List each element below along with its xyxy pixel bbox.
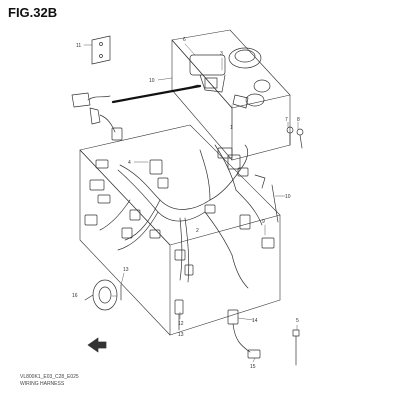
callout-8: 8	[297, 117, 300, 123]
callout-4: 4	[128, 160, 131, 166]
figure-code: VL800K1_E03_C28_E025	[20, 374, 79, 380]
horn	[84, 279, 118, 311]
wiring-harness-main	[99, 144, 263, 289]
cable-tie	[292, 329, 300, 366]
callout-1: 1	[230, 125, 233, 131]
figure-title: FIG.32B	[8, 5, 58, 20]
callout-10: 10	[149, 78, 155, 84]
bottom-switch	[120, 284, 184, 331]
harness-box	[79, 124, 281, 336]
callout-7: 7	[285, 117, 288, 123]
figure-caption: WIRING HARNESS	[20, 381, 65, 387]
callout-9: 9	[262, 219, 265, 225]
callout-13: 13	[123, 267, 129, 273]
callout-2: 2	[196, 228, 199, 234]
callout-14: 14	[252, 318, 258, 324]
callout-10b: 10	[285, 194, 291, 200]
left-connector-bundle	[71, 92, 123, 141]
callout-15: 15	[250, 364, 256, 370]
callout-labels: 11 10 6 3 1 7 8 10 9 4 13 12 13 14 15 16…	[72, 37, 300, 370]
leader-lines	[83, 43, 299, 363]
lower-right-harness	[227, 309, 261, 359]
callout-11: 11	[76, 43, 81, 49]
callout-13b: 13	[178, 332, 184, 338]
clip-part	[254, 174, 279, 223]
callout-5: 5	[296, 318, 299, 324]
arrow-icon	[87, 337, 107, 353]
callout-6: 6	[183, 37, 186, 43]
part-11-bracket	[91, 35, 111, 65]
callout-16: 16	[72, 293, 78, 299]
ignition-assembly-box	[171, 29, 291, 161]
callout-3: 3	[220, 51, 223, 57]
ignition-switch	[186, 47, 271, 109]
keys	[286, 126, 304, 149]
callout-12: 12	[178, 321, 184, 327]
harness-connectors	[84, 147, 275, 276]
